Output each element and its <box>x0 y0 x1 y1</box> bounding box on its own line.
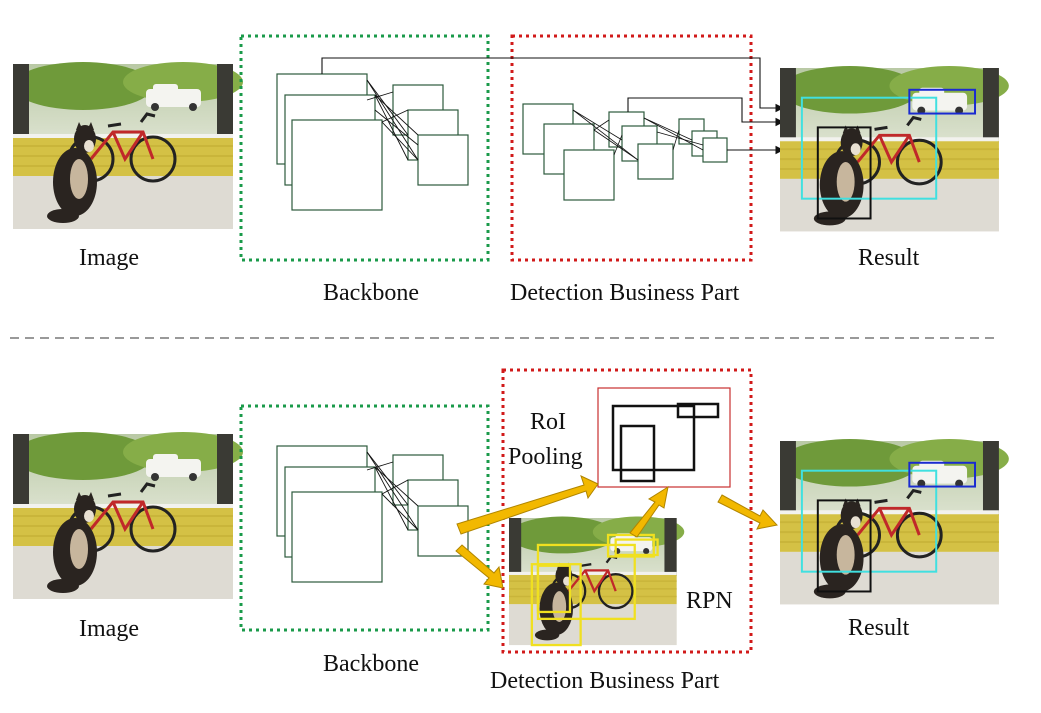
rpn-label: RPN <box>686 588 733 614</box>
arrow-backbone-to-roi <box>456 475 599 535</box>
bottom-backbone-label: Backbone <box>323 651 419 677</box>
bottom-backbone-connections <box>366 451 419 531</box>
arrow-backbone-to-rpn <box>455 544 504 589</box>
roi-label-line2: Pooling <box>508 444 583 470</box>
top-backbone-connections <box>366 79 419 161</box>
top-image-label: Image <box>79 245 139 271</box>
bottom-result-image <box>778 437 1011 606</box>
bottom-detection-label: Detection Business Part <box>490 668 720 694</box>
top-backbone-frame <box>239 34 490 262</box>
bottom-row <box>11 368 1011 654</box>
top-detection-label: Detection Business Part <box>510 280 740 306</box>
bottom-result-label: Result <box>848 615 910 641</box>
top-backbone-feature-maps <box>276 73 469 211</box>
top-row <box>11 34 1011 262</box>
arrow-rpn-to-roi <box>629 485 669 538</box>
bottom-backbone-feature-maps <box>276 445 469 583</box>
rpn-proposal-image <box>507 515 686 647</box>
top-result-image <box>778 64 1011 233</box>
top-skip-arrows <box>321 57 785 155</box>
top-backbone-label: Backbone <box>323 280 419 306</box>
top-input-image <box>11 60 245 231</box>
roi-label-line1: RoI <box>530 409 566 435</box>
roi-pooling-panel <box>597 387 731 488</box>
top-detection-feature-maps <box>522 103 728 201</box>
bottom-image-label: Image <box>79 616 139 642</box>
flow-arrows <box>455 475 778 589</box>
top-detection-connections <box>572 109 704 161</box>
bottom-input-image <box>11 430 245 601</box>
top-result-label: Result <box>858 245 920 271</box>
top-detection-frame <box>510 34 753 262</box>
arrow-roi-to-result <box>717 494 778 530</box>
